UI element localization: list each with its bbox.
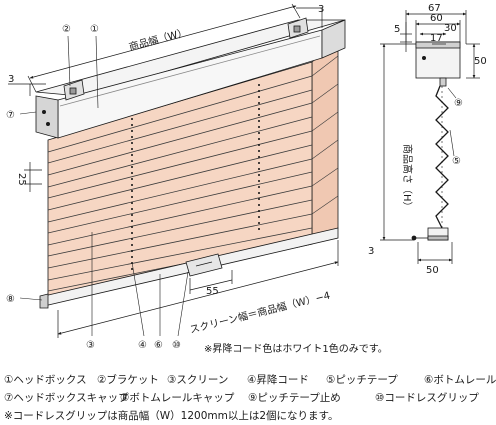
legend-row-1: ①ヘッドボックス ②ブラケット ③スクリーン ④昇降コード ⑤ピッチテープ ⑥ボトムレール: [4, 372, 496, 387]
side-callout-leaders: [447, 87, 457, 157]
main-dimensions: [8, 3, 339, 338]
legend-item: ③スクリーン: [167, 374, 229, 386]
headbox-right: [321, 19, 346, 59]
product-width-label: 商品幅（W）: [127, 25, 188, 53]
legend-item: ④昇降コード: [247, 374, 309, 386]
main-view: [35, 17, 346, 309]
callout-1: ①: [90, 24, 99, 35]
legend-note: ※コードレスグリップは商品幅（W）1200mm以上は2個になります。: [4, 410, 339, 422]
bottom-rail-cap: [39, 293, 49, 309]
legend-item: ①ヘッドボックス: [4, 374, 87, 386]
callout-3: ③: [86, 340, 95, 351]
legend-item: ②ブラケット: [97, 374, 159, 386]
side-3-label: 3: [368, 246, 374, 257]
headbox-cap: [35, 95, 59, 139]
legend-item: ⑧ボトムレールキャップ: [120, 392, 235, 404]
callout-9: ⑨: [454, 98, 463, 109]
legend-item: ⑥ボトムレール: [424, 374, 496, 386]
side-50-bottom-label: 50: [426, 265, 439, 276]
top-right-3-label: 3: [318, 4, 324, 15]
pleat-side-lines: [311, 55, 339, 215]
callout-2: ②: [62, 24, 71, 35]
callout-8: ⑧: [6, 294, 15, 305]
side-67-label: 67: [428, 3, 441, 14]
side-50-top-label: 50: [474, 56, 487, 67]
cord-55-label: 55: [206, 286, 219, 297]
cord-color-note: ※昇降コード色はホワイト1色のみです。: [204, 342, 388, 355]
pleat-pitch-label: 25: [16, 173, 27, 186]
callout-4: ④: [138, 340, 147, 351]
side-30-label: 30: [444, 23, 457, 34]
legend-item: ⑩コードレスグリップ: [375, 392, 479, 404]
side-screen-zigzag: [435, 85, 449, 229]
screen-side: [311, 39, 339, 245]
callout-10: ⑩: [172, 340, 181, 351]
lift-cords: [131, 84, 260, 272]
legend-item: ⑤ピッチテープ: [326, 374, 398, 386]
side-dimensions: [380, 10, 480, 264]
main-callout-leaders: [19, 35, 189, 337]
side-5-label: 5: [394, 24, 400, 35]
callout-6: ⑥: [154, 340, 163, 351]
left-3-label: 3: [8, 74, 14, 85]
side-view: [411, 41, 461, 241]
callout-7: ⑦: [6, 110, 15, 121]
side-60-label: 60: [430, 13, 443, 24]
legend-item: ⑨ピッチテープ止め: [248, 392, 341, 404]
side-17-label: 17: [430, 33, 443, 44]
product-height-label: 商品高さ（H）: [401, 144, 414, 212]
legend-row-2: ⑦ヘッドボックスキャップ⑧ボトムレールキャップ ⑨ピッチテープ止め ⑩コードレスグリ…: [4, 390, 479, 405]
legend-item: ⑦ヘッドボックスキャップ: [4, 392, 129, 404]
callout-5: ⑤: [452, 156, 461, 167]
